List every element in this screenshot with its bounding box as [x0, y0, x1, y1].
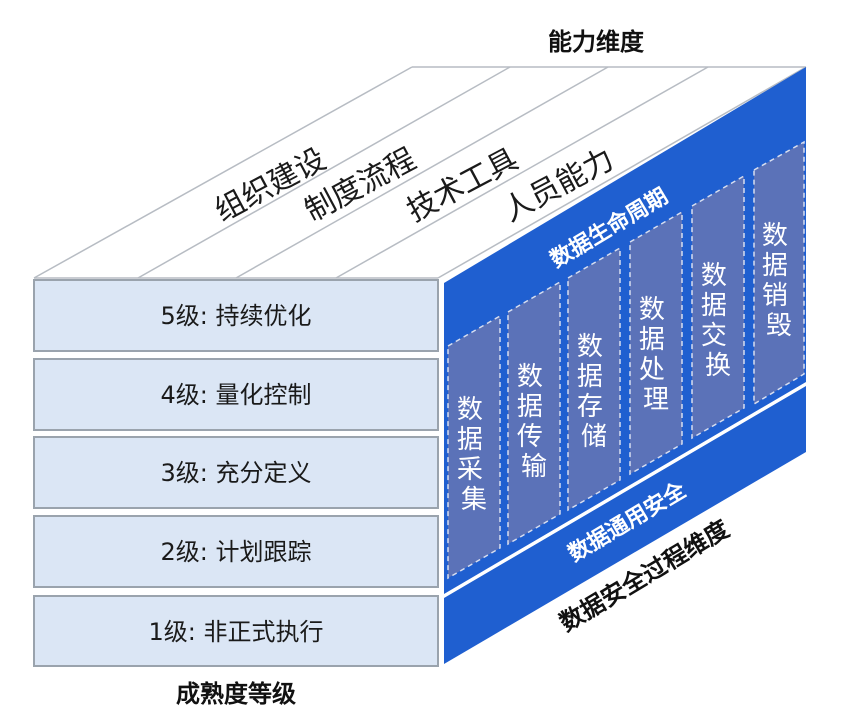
stage-char: 换: [705, 351, 731, 381]
stage-char: 数: [457, 395, 483, 425]
stage-char: 数: [517, 362, 543, 392]
stage-labels: 数 据 采 集 数 据 传 输 数 据 存 储 数 据 处 理: [457, 221, 796, 515]
stage-label: 数 据 处 理: [639, 295, 673, 415]
capability-axis-title: 能力维度: [548, 28, 645, 56]
stage-char: 毁: [766, 311, 792, 341]
stage-char: 据: [577, 362, 603, 392]
stage-char: 储: [581, 422, 607, 452]
capability-label: 技术工具: [401, 142, 523, 229]
stage-label: 数 据 传 输: [517, 362, 551, 482]
top-divider-3: [235, 66, 609, 279]
stage-char: 数: [577, 332, 603, 362]
stage-column: [567, 246, 621, 512]
side-divider: [443, 382, 807, 598]
stage-char: 据: [701, 291, 727, 321]
stage-column: [507, 280, 561, 546]
stage-char: 理: [643, 385, 669, 415]
top-face: [33, 66, 807, 279]
top-divider-5: [437, 66, 807, 279]
level-row: [33, 358, 439, 431]
stage-char: 存: [577, 392, 603, 422]
stage-char: 据: [762, 251, 788, 281]
stage-char: 据: [517, 392, 543, 422]
stage-char: 交: [701, 321, 727, 351]
stage-char: 传: [517, 422, 543, 452]
side-face: 数 据 采 集 数 据 传 输 数 据 存 储 数 据 处 理: [443, 67, 807, 664]
level-row: [33, 595, 439, 667]
level-label: 4级: 量化控制: [161, 381, 312, 409]
level-label: 5级: 持续优化: [161, 302, 312, 330]
stage-char: 输: [521, 452, 547, 482]
stage-char: 集: [461, 485, 487, 515]
stage-columns: [447, 140, 805, 580]
stage-char: 据: [457, 425, 483, 455]
stage-label: 数 据 交 换: [701, 261, 735, 381]
stage-char: 采: [457, 455, 483, 485]
stage-label: 数 据 存 储: [577, 332, 611, 452]
stage-char: 据: [639, 325, 665, 355]
stage-label: 数 据 采 集: [457, 395, 491, 515]
level-row: [33, 515, 439, 588]
stage-char: 销: [762, 281, 788, 311]
level-label: 3级: 充分定义: [161, 459, 312, 487]
stage-char: 数: [762, 221, 788, 251]
stage-column: [753, 140, 805, 406]
maturity-axis-title: 成熟度等级: [176, 680, 296, 708]
general-security-panel: [444, 386, 806, 664]
stage-column: [447, 314, 501, 580]
level-row: [33, 436, 439, 509]
top-divider-4: [335, 66, 709, 279]
level-row: [33, 279, 439, 352]
stage-char: 处: [639, 355, 665, 385]
front-face: 5级: 持续优化 4级: 量化控制 3级: 充分定义 2级: 计划跟踪 1级: …: [33, 279, 439, 667]
stage-char: 数: [639, 295, 665, 325]
stage-char: 数: [701, 261, 727, 291]
top-divider-2: [137, 66, 511, 279]
level-label: 2级: 计划跟踪: [161, 538, 312, 566]
stage-label: 数 据 销 毁: [762, 221, 796, 341]
top-divider-1: [33, 66, 413, 279]
stage-column: [691, 174, 745, 440]
stage-column: [629, 210, 683, 476]
level-label: 1级: 非正式执行: [149, 618, 324, 646]
